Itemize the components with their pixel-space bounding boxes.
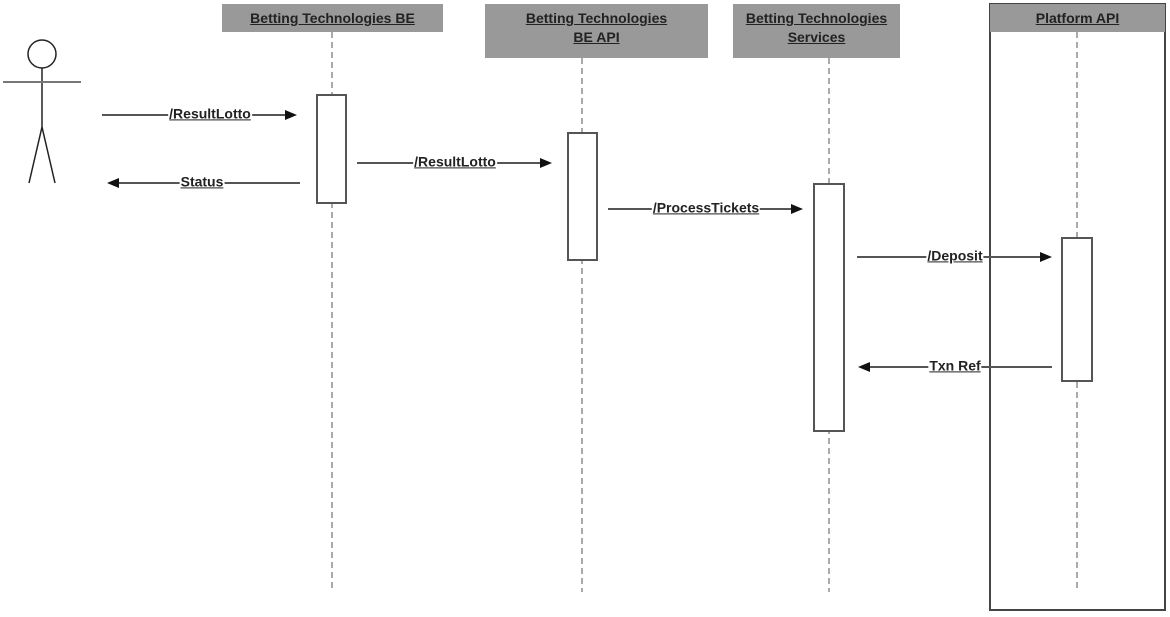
activation-services xyxy=(813,183,845,432)
message-label: /ResultLotto xyxy=(413,153,497,170)
message-label: Txn Ref xyxy=(928,357,982,374)
message-label: /ResultLotto xyxy=(168,105,252,122)
participant-be: Betting Technologies BE xyxy=(222,4,443,32)
arrowhead-icon xyxy=(858,362,870,372)
arrowhead-icon xyxy=(1040,252,1052,262)
arrowhead-icon xyxy=(107,178,119,188)
actor-icon xyxy=(3,39,81,184)
arrowhead-icon xyxy=(285,110,297,120)
activation-platform xyxy=(1061,237,1093,382)
activation-be-api xyxy=(567,132,598,261)
participant-services: Betting Technologies Services xyxy=(733,4,900,58)
activation-be xyxy=(316,94,347,204)
message-label: /ProcessTickets xyxy=(651,199,761,216)
participant-platform: Platform API xyxy=(990,4,1165,32)
arrowhead-icon xyxy=(791,204,803,214)
participant-be-api: Betting Technologies BE API xyxy=(485,4,708,58)
message-label: /Deposit xyxy=(926,247,984,264)
message-label: Status xyxy=(179,173,225,190)
arrowhead-icon xyxy=(540,158,552,168)
